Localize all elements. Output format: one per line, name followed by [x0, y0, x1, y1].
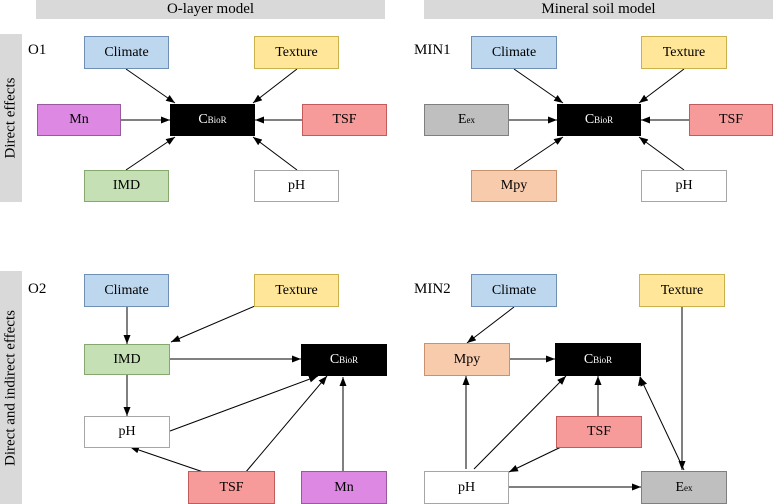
min2-tsf-node: TSF [556, 416, 642, 448]
panel-tag-min2: MIN2 [414, 281, 451, 297]
o1-mn-node: Mn [37, 104, 121, 136]
arrow-o1-climate-cbior [125, 68, 176, 104]
min2-eex-main: E [675, 479, 685, 495]
min1-cbior-main: C [584, 112, 595, 127]
o2-tsf-node: TSF [188, 471, 275, 504]
min1-mpy-node: Mpy [471, 170, 557, 202]
side-label-direct: Direct effects [0, 34, 22, 202]
o1-climate-node: Climate [84, 36, 169, 69]
o1-ph-node: pH [254, 170, 339, 202]
arrow-min1-ph-cbior [638, 136, 685, 171]
min2-cbior-sub: BioR [593, 354, 613, 365]
o2-cbior-main: C [329, 352, 340, 367]
arrow-min1-texture-cbior [638, 68, 685, 104]
min1-eex-sub: ex [466, 115, 476, 125]
min2-mpy-node: Mpy [424, 343, 510, 376]
min2-eex-sub: ex [684, 482, 693, 493]
min2-climate-node: Climate [471, 274, 557, 307]
arrow-o1-texture-cbior [252, 68, 298, 104]
header-mineral-soil-model: Mineral soil model [424, 0, 773, 19]
o2-mn-node: Mn [301, 471, 387, 504]
arrow-min2-ph-cbior [473, 375, 567, 470]
arrow-min1-climate-cbior [513, 68, 564, 104]
min1-eex-main: E [457, 112, 467, 127]
side-label-indirect: Direct and indirect effects [0, 271, 22, 504]
min1-ph-node: pH [641, 170, 727, 202]
min1-tsf-node: TSF [689, 104, 773, 136]
o1-imd-node: IMD [84, 170, 169, 202]
arrow-o2-tsf-cbior [244, 375, 328, 474]
min2-cbior-main: C [583, 351, 594, 367]
panel-tag-o2: O2 [28, 281, 47, 297]
header-olayer-model: O-layer model [36, 0, 385, 19]
arrow-min2-eex-cbior [639, 376, 685, 471]
panel-tag-min1: MIN1 [414, 42, 451, 58]
o1-texture-node: Texture [254, 36, 339, 69]
o2-ph-node: pH [84, 416, 170, 448]
min1-texture-node: Texture [641, 36, 727, 69]
min1-climate-node: Climate [471, 36, 557, 69]
arrow-o2-texture-imd [170, 305, 256, 343]
o2-texture-node: Texture [254, 274, 339, 307]
arrow-o1-ph-cbior [252, 136, 298, 171]
arrowhead-min2-eex-cbior-start [638, 376, 646, 386]
o2-imd-node: IMD [84, 344, 170, 375]
arrow-min1-mpy-cbior [513, 136, 564, 171]
arrow-o1-imd-cbior [125, 136, 176, 171]
min1-cbior-sub: BioR [594, 115, 614, 125]
arrow-min2-tsf-ph [508, 446, 562, 473]
o1-cbior-sub: BioR [207, 115, 227, 125]
min2-ph-node: pH [424, 471, 509, 504]
arrow-min2-climate-mpy [466, 306, 515, 344]
o1-tsf-node: TSF [302, 104, 387, 136]
panel-tag-o1: O1 [28, 42, 47, 58]
o2-cbior-sub: BioR [339, 355, 359, 365]
o2-climate-node: Climate [84, 274, 169, 307]
arrow-o2-ph-cbior [169, 375, 319, 432]
o1-cbior-main: C [198, 112, 208, 127]
min2-texture-node: Texture [639, 274, 725, 307]
